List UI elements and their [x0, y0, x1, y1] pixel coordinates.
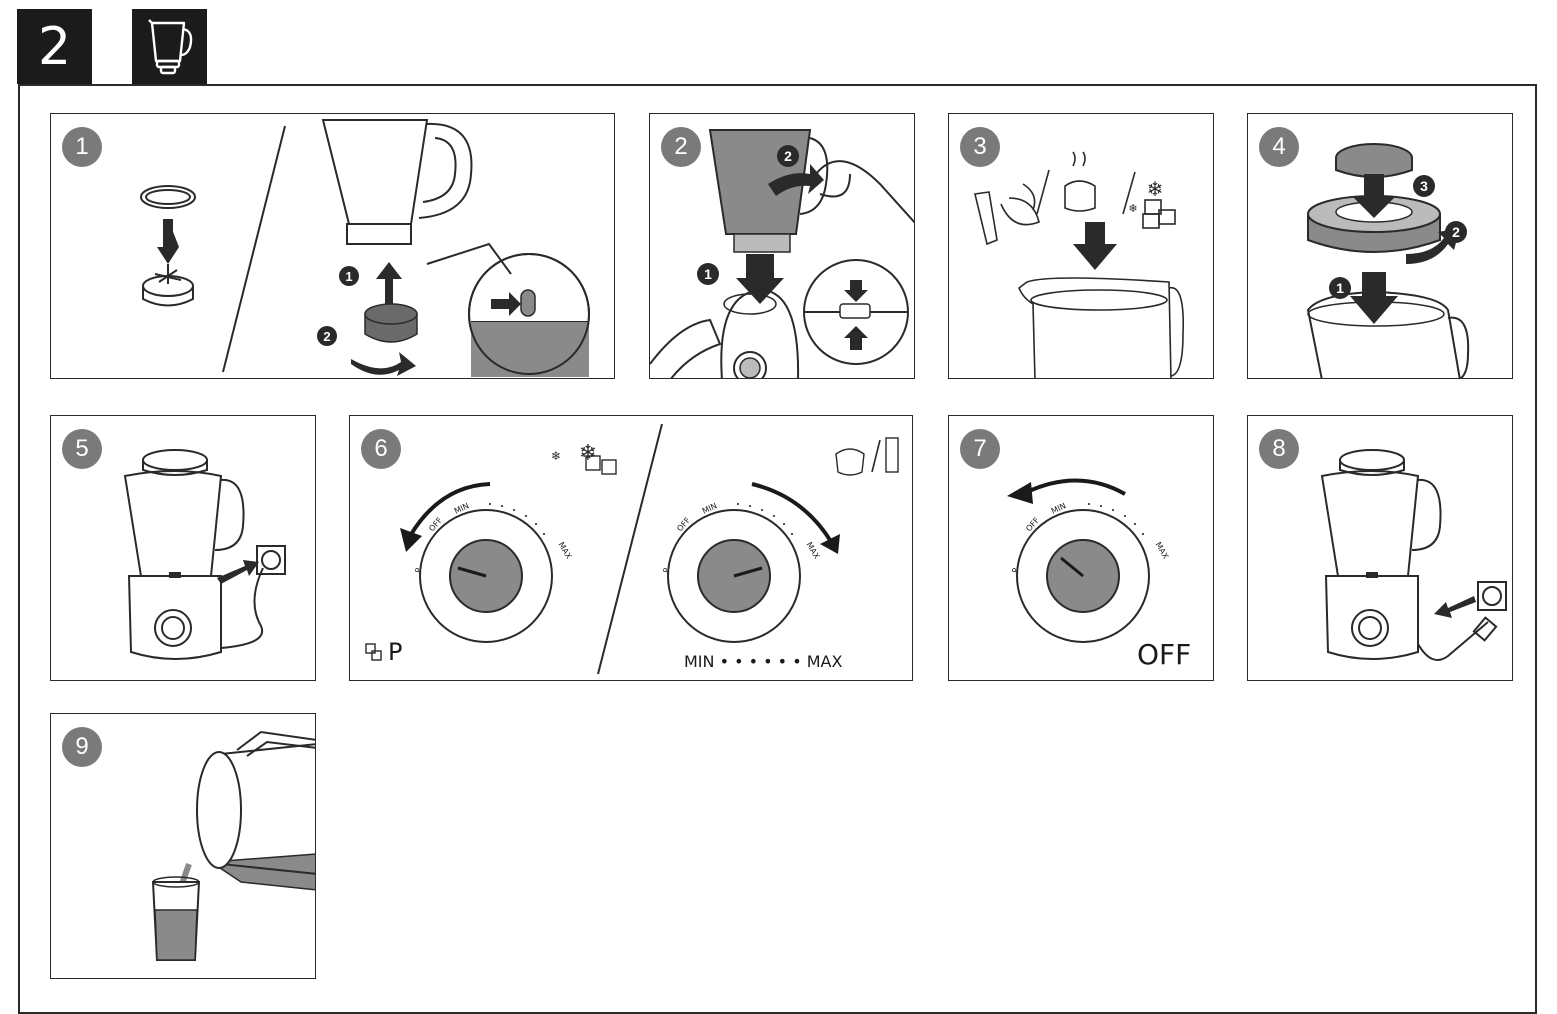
off-caption: OFF [1137, 638, 1191, 671]
step-7-panel: 7 P OFF MIN MAX OFF [948, 415, 1214, 681]
step-1-panel: 1 [50, 113, 615, 379]
pulse-ice-icon [364, 642, 384, 662]
svg-text:3: 3 [1420, 178, 1428, 194]
step-1-number: 1 [62, 127, 102, 167]
svg-text:2: 2 [1452, 224, 1460, 240]
gasket-and-blade-assembly-icon: 1 2 [51, 114, 615, 379]
step-3-panel: 3 ❄ ❄ [948, 113, 1214, 379]
step-7-number: 7 [960, 429, 1000, 469]
svg-text:1: 1 [1336, 280, 1344, 296]
select-speed-icon: ❄ ❄ [350, 416, 913, 681]
svg-text:❄: ❄ [579, 441, 597, 466]
step-4-number: 4 [1259, 127, 1299, 167]
svg-text:❄: ❄ [551, 449, 561, 463]
step-8-panel: 8 [1247, 415, 1513, 681]
svg-text:2: 2 [784, 148, 792, 164]
speed-range-caption: MIN • • • • • • MAX [684, 652, 842, 671]
step-8-number: 8 [1259, 429, 1299, 469]
pulse-caption: P [388, 638, 402, 666]
step-6-panel: 6 ❄ ❄ P OFF MIN MAX P [349, 415, 913, 681]
step-2-panel: 2 2 1 [649, 113, 915, 379]
svg-text:1: 1 [345, 269, 352, 284]
svg-text:❄: ❄ [1147, 177, 1164, 201]
step-5-number: 5 [62, 429, 102, 469]
step-2-number: 2 [661, 127, 701, 167]
step-5-panel: 5 [50, 415, 316, 681]
blender-jar-icon [132, 9, 207, 84]
step-6-number: 6 [361, 429, 401, 469]
section-number: 2 [38, 17, 71, 77]
svg-text:2: 2 [323, 329, 330, 344]
section-number-badge: 2 [17, 9, 92, 84]
step-4-panel: 4 3 2 1 [1247, 113, 1513, 379]
step-3-number: 3 [960, 127, 1000, 167]
step-9-number: 9 [62, 727, 102, 767]
svg-text:❄: ❄ [1128, 202, 1137, 215]
svg-text:1: 1 [704, 266, 712, 282]
step-9-panel: 9 [50, 713, 316, 979]
